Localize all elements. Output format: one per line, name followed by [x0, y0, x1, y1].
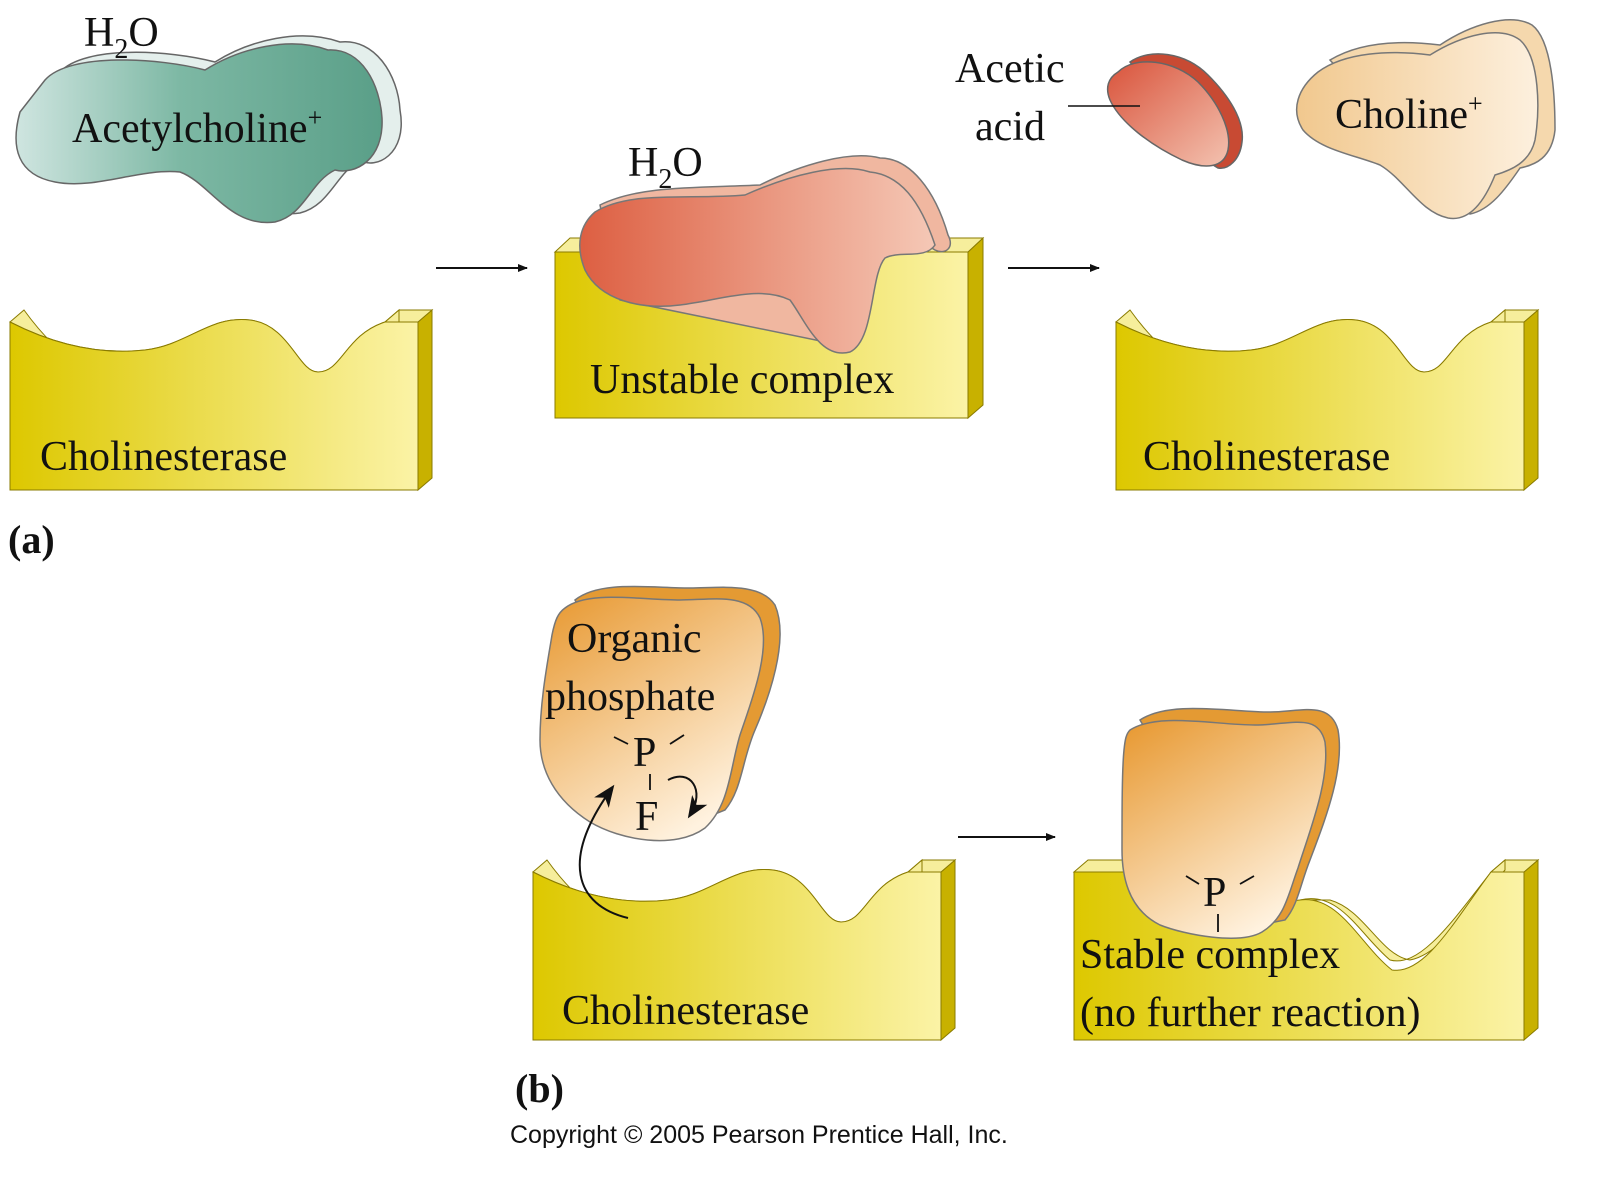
acetylcholine-molecule: H2O Acetylcholine+	[15, 10, 402, 224]
acetylcholine-label: Acetylcholine+	[72, 103, 322, 152]
stable-complex-label-line1: Stable complex	[1080, 932, 1340, 978]
unstable-complex: H2O Unstable complex	[553, 140, 985, 420]
phosphorus-label-2: P	[1203, 870, 1226, 916]
fluorine-label: F	[635, 794, 658, 840]
cholinesterase-enzyme-3: Cholinesterase	[532, 784, 957, 1042]
choline-label: Choline+	[1335, 89, 1483, 138]
fluoride-leaving-arrow	[667, 775, 708, 819]
bond-right-1	[669, 734, 685, 745]
copyright-notice: Copyright © 2005 Pearson Prentice Hall, …	[510, 1121, 1008, 1149]
acetic-acid-label-line1: Acetic	[955, 46, 1065, 92]
organic-phosphate-label-line2: phosphate	[545, 674, 715, 720]
phosphorus-label-1: P	[633, 730, 656, 776]
cholinesterase-label-3: Cholinesterase	[562, 988, 809, 1034]
organic-phosphate-label-line1: Organic	[567, 616, 702, 662]
panel-label-b: (b)	[515, 1066, 564, 1111]
stable-complex: P Stable complex (no further reaction)	[1072, 707, 1540, 1042]
water-label-2: H2O	[628, 140, 703, 195]
cholinesterase-label-2: Cholinesterase	[1143, 434, 1390, 480]
cholinesterase-label-1: Cholinesterase	[40, 434, 287, 480]
stable-complex-label-line2: (no further reaction)	[1080, 990, 1421, 1036]
water-label-1: H2O	[84, 10, 159, 65]
bond-right-2	[1239, 875, 1255, 885]
enzyme-attack-arrow	[578, 784, 629, 919]
acetic-acid-label-line2: acid	[975, 104, 1045, 150]
choline-molecule: Choline+	[1295, 19, 1556, 220]
cholinesterase-enzyme-2: Cholinesterase	[1115, 308, 1540, 492]
organic-phosphate-molecule: Organic phosphate P F	[539, 585, 781, 842]
bond-left-2	[1185, 875, 1200, 885]
unstable-complex-label: Unstable complex	[590, 357, 894, 403]
panel-label-a: (a)	[8, 517, 55, 562]
bond-left-1	[613, 736, 629, 745]
acetic-acid-molecule: Acetic acid	[955, 46, 1244, 169]
cholinesterase-enzyme-1: Cholinesterase	[9, 308, 434, 492]
